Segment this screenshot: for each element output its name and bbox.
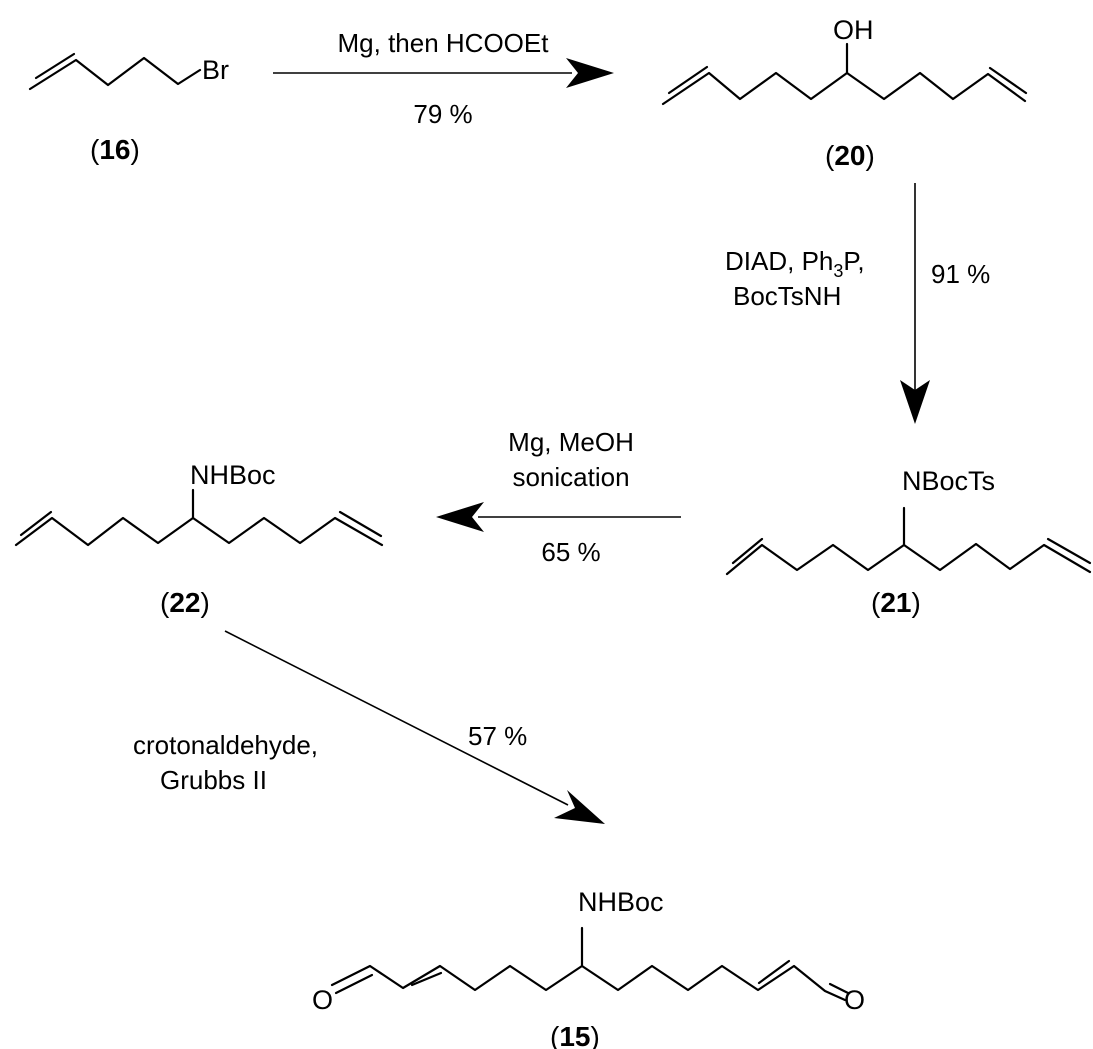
compound-16-skeleton — [28, 56, 202, 91]
compound-15-nhboc: NHBoc — [578, 887, 664, 917]
arrow-step-4 — [224, 630, 605, 824]
compound-20: OH (20) — [661, 15, 1028, 171]
compound-16-double-bond — [34, 52, 76, 80]
compound-21-double-bond-left — [731, 537, 764, 565]
compound-20-hydroxyl: OH — [833, 15, 874, 45]
step-2-reagents-line-2: BocTsNH — [733, 281, 841, 311]
compound-21-double-bond-right — [1046, 537, 1092, 565]
compound-15-skeleton — [330, 964, 847, 1002]
step-1-reagents: Mg, then HCOOEt — [338, 28, 550, 58]
compound-16-label: (16) — [90, 134, 140, 165]
arrow-step-2 — [900, 183, 930, 424]
step-3-yield: 65 % — [541, 537, 600, 567]
compound-15-double-bond-right — [757, 959, 791, 985]
compound-15: NHBoc O O (15) — [312, 887, 865, 1049]
compound-15-oxygen-left: O — [312, 985, 333, 1015]
compound-15-aldehyde-left — [334, 973, 374, 995]
compound-15-double-bond-left — [410, 971, 443, 987]
step-4-reagents-line-1: crotonaldehyde, — [133, 730, 318, 760]
compound-15-aldehyde-right — [828, 982, 850, 995]
step-2-yield: 91 % — [931, 259, 990, 289]
compound-16-bromine: Br — [202, 55, 229, 85]
compound-20-skeleton — [661, 71, 1027, 106]
step-3-reagents-line-1: Mg, MeOH — [508, 427, 634, 457]
compound-22-double-bond-right — [338, 510, 383, 538]
step-4-reagents-line-2: Grubbs II — [160, 765, 267, 795]
compound-20-double-bond-right — [988, 66, 1028, 95]
arrow-step-1 — [273, 58, 614, 88]
step-3-reagents-line-2: sonication — [512, 462, 629, 492]
compound-15-oxygen-right: O — [844, 985, 865, 1015]
compound-21-label: (21) — [871, 587, 921, 618]
step-4-yield: 57 % — [468, 721, 527, 751]
compound-21-skeleton — [725, 542, 1092, 576]
compound-16: Br (16) — [28, 52, 229, 165]
compound-22-label: (22) — [160, 587, 210, 618]
compound-22-double-bond-left — [19, 510, 53, 537]
arrow-step-3 — [436, 502, 681, 532]
step-2-reagents-line-1: DIAD, Ph3P, — [725, 246, 865, 281]
compound-21-nbocts: NBocTs — [902, 466, 995, 496]
compound-22-skeleton — [14, 516, 384, 547]
compound-20-double-bond-left — [667, 65, 709, 95]
compound-21: NBocTs (21) — [725, 466, 1092, 618]
step-1-yield: 79 % — [413, 99, 472, 129]
compound-15-label: (15) — [550, 1021, 600, 1049]
compound-20-label: (20) — [825, 140, 875, 171]
compound-22-nhboc: NHBoc — [190, 460, 276, 490]
compound-22: NHBoc (22) — [14, 460, 384, 618]
